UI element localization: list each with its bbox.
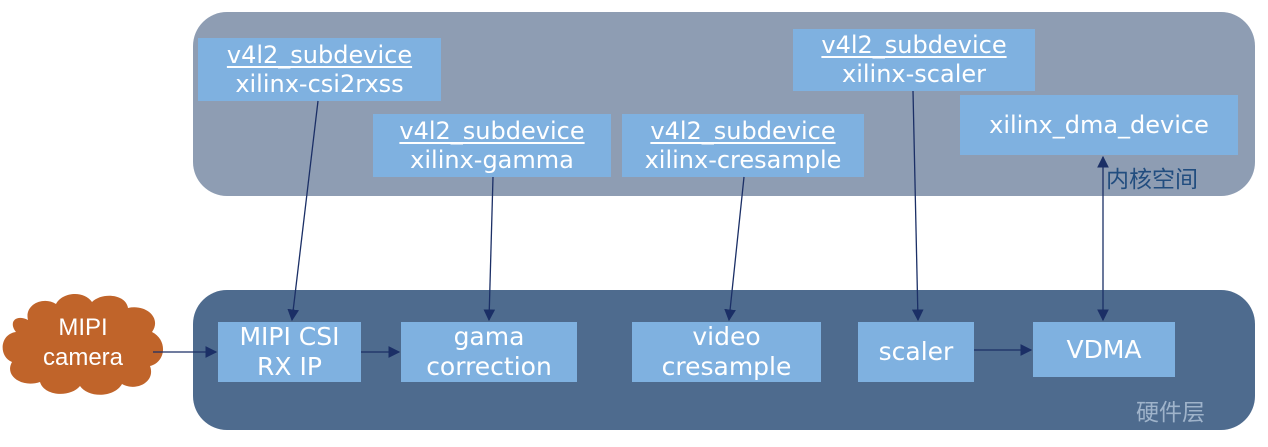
subdevice-gamma: v4l2_subdevice xilinx-gamma: [373, 114, 611, 177]
vdma-block: VDMA: [1033, 322, 1175, 377]
arrow-scaler-subdevice-to-scaler: [911, 90, 924, 322]
block-line1: VDMA: [1066, 334, 1142, 364]
subdevice-name-label: xilinx-csi2rxss: [235, 69, 404, 98]
block-line1: gama: [453, 322, 525, 351]
subdevice-name-label: xilinx-cresample: [644, 145, 842, 174]
gamma-correction-block: gama correction: [401, 322, 577, 382]
subdevice-name-label: xilinx-scaler: [842, 60, 986, 88]
camera-line2: camera: [42, 344, 124, 371]
subdevice-type-label: v4l2_subdevice: [399, 116, 585, 145]
scaler-block: scaler: [858, 322, 974, 382]
subdevice-cresample: v4l2_subdevice xilinx-cresample: [622, 114, 864, 177]
cloud-shape: [2, 293, 164, 395]
subdevice-type-label: v4l2_subdevice: [226, 40, 413, 69]
subdevice-name-label: xilinx-gamma: [410, 145, 574, 174]
camera-line1: MIPI: [58, 314, 108, 341]
video-cresample-block: video cresample: [632, 322, 821, 382]
kernel-space-label: 内核空间: [1106, 167, 1198, 193]
block-line2: RX IP: [257, 352, 322, 381]
arrow-csi2rxss-to-mipi-csi: [287, 100, 319, 322]
arrow-cresample-to-video-cresample: [724, 176, 745, 322]
block-line2: cresample: [661, 352, 792, 381]
arrow-gamma-to-gama-correction: [483, 176, 496, 322]
block-line1: scaler: [878, 337, 954, 366]
dma-device-label: xilinx_dma_device: [989, 110, 1209, 139]
subdevice-type-label: v4l2_subdevice: [821, 31, 1007, 59]
block-line1: video: [692, 322, 761, 351]
mipi-camera-cloud: [2, 293, 164, 395]
mipi-csi-rx-ip-block: MIPI CSI RX IP: [218, 322, 361, 382]
mipi-camera-label: MIPI camera: [8, 313, 158, 373]
subdevice-scaler: v4l2_subdevice xilinx-scaler: [793, 29, 1035, 91]
block-line1: MIPI CSI: [239, 322, 340, 351]
hardware-layer-label: 硬件层: [1136, 400, 1205, 426]
dma-device-box: xilinx_dma_device: [960, 95, 1238, 155]
subdevice-type-label: v4l2_subdevice: [650, 116, 836, 145]
subdevice-csi2rxss: v4l2_subdevice xilinx-csi2rxss: [198, 38, 441, 101]
block-line2: correction: [426, 352, 552, 381]
